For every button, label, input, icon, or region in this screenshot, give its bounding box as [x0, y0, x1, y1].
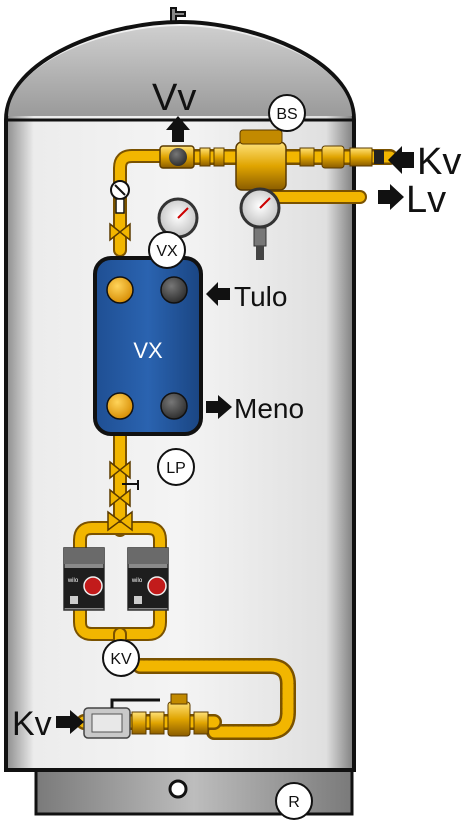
svg-text:LP: LP — [166, 460, 186, 477]
mixing-valve-cap — [240, 130, 282, 144]
pump-right-brand: wilo — [131, 578, 143, 584]
badge-bs: BS — [269, 95, 305, 131]
label-kv-bottom: Kv — [12, 705, 52, 743]
nut-right — [214, 148, 224, 166]
badge-r: R — [276, 783, 312, 819]
nut-left — [200, 148, 210, 166]
hx-port-top-right — [161, 277, 187, 303]
label-vv: Vv — [152, 77, 196, 119]
heat-exchanger: VX — [95, 258, 201, 434]
bottom-fitting-3 — [194, 712, 208, 734]
badge-lp: LP — [158, 449, 194, 485]
pipe-union-3 — [350, 148, 372, 166]
check-valve-window — [169, 148, 187, 166]
label-kv-top: Kv — [417, 141, 461, 183]
label-lv: Lv — [406, 179, 446, 221]
hx-port-top-left — [107, 277, 133, 303]
bottom-vent-valve — [168, 702, 190, 736]
hx-body-label: VX — [133, 338, 163, 363]
hx-port-bottom-left — [107, 393, 133, 419]
svg-text:VX: VX — [156, 243, 178, 260]
bottom-fitting-1 — [132, 712, 146, 734]
svg-text:R: R — [288, 794, 300, 811]
pipe-union-1 — [300, 148, 314, 166]
pipe-end-nut — [374, 150, 384, 164]
arrow-right-lv-icon — [378, 184, 404, 210]
bottom-fitting-2 — [150, 712, 164, 734]
label-meno: Meno — [234, 393, 304, 424]
pump-left-brand: wilo — [67, 578, 79, 584]
drain-port — [170, 781, 186, 797]
hx-port-bottom-right — [161, 393, 187, 419]
pump-left: wilo — [64, 548, 104, 610]
label-tulo: Tulo — [234, 281, 287, 312]
pipe-union-2 — [322, 146, 344, 168]
badge-kv: KV — [103, 640, 139, 676]
badge-vx: VX — [149, 232, 185, 268]
pump-right: wilo — [128, 548, 168, 610]
svg-text:KV: KV — [110, 651, 132, 668]
mixing-valve-body — [236, 142, 286, 190]
svg-text:BS: BS — [276, 106, 297, 123]
